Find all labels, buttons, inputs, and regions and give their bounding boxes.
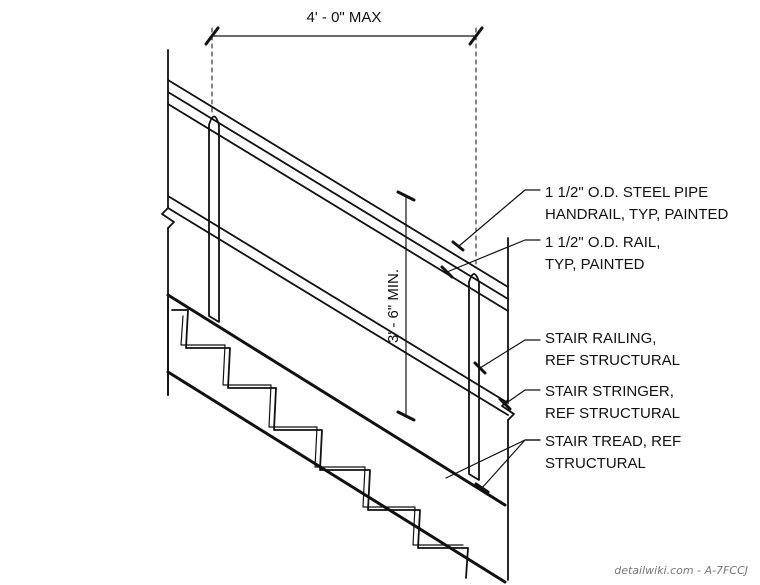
callout-line: STRUCTURAL: [545, 455, 646, 472]
leader-lines: [440, 189, 541, 494]
callout-stair-railing: STAIR RAILING, REF STRUCTURAL: [545, 330, 680, 369]
watermark: detailwiki.com - A-7FCCJ: [614, 564, 748, 577]
rail-height-label: 3' - 6" MIN.: [385, 269, 402, 343]
callout-line: STAIR TREAD, REF: [545, 433, 681, 450]
callout-line: 1 1/2" O.D. STEEL PIPE: [545, 184, 708, 201]
stair-treads: [171, 309, 469, 579]
callout-intermediate-rail: 1 1/2" O.D. RAIL, TYP, PAINTED: [545, 234, 660, 273]
callout-line: REF STRUCTURAL: [545, 405, 680, 422]
rail-height-dimension: 3' - 6" MIN.: [385, 190, 416, 422]
callout-line: HANDRAIL, TYP, PAINTED: [545, 206, 729, 223]
callout-line: TYP, PAINTED: [545, 256, 645, 273]
callout-line: REF STRUCTURAL: [545, 352, 680, 369]
intermediate-rail: [167, 195, 509, 416]
callout-stair-tread: STAIR TREAD, REF STRUCTURAL: [545, 433, 681, 472]
stair-stringer: [166, 293, 507, 584]
callout-steel-pipe-handrail: 1 1/2" O.D. STEEL PIPE HANDRAIL, TYP, PA…: [545, 184, 729, 223]
callout-line: STAIR STRINGER,: [545, 383, 674, 400]
callout-line: 1 1/2" O.D. RAIL,: [545, 234, 660, 251]
post-spacing-label: 4' - 0" MAX: [307, 9, 382, 26]
railing-post-right: [468, 273, 480, 481]
callout-line: STAIR RAILING,: [545, 330, 656, 347]
callout-stair-stringer: STAIR STRINGER, REF STRUCTURAL: [545, 383, 680, 422]
railing-post-left: [208, 115, 220, 323]
post-spacing-dimension: 4' - 0" MAX: [204, 9, 484, 269]
